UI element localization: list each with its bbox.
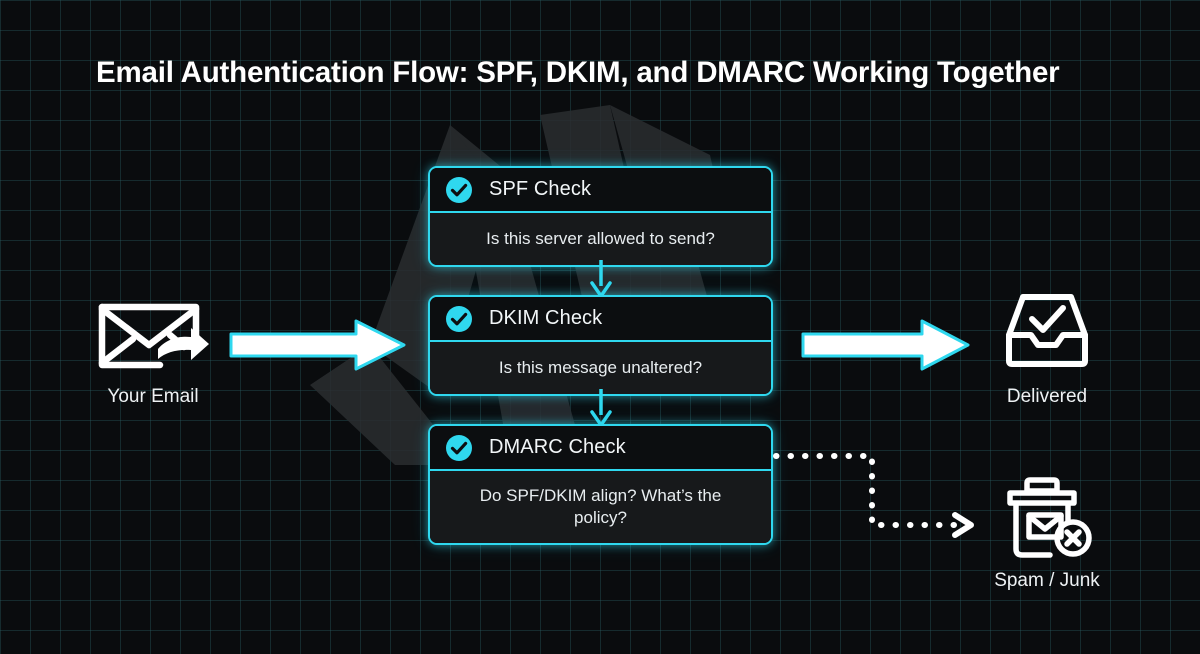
check-card-dmarc[interactable]: DMARC Check Do SPF/DKIM align? What’s th… [428, 424, 773, 545]
arrow-dmarc-to-spam [773, 453, 974, 538]
check-card-question: Is this server allowed to send? [430, 213, 771, 265]
watermark-logo [310, 105, 730, 465]
check-card-dkim[interactable]: DKIM Check Is this message unaltered? [428, 295, 773, 396]
trash-envelope-x-icon [1007, 477, 1092, 558]
check-card-question: Is this message unaltered? [430, 342, 771, 394]
outcome-label-spam: Spam / Junk [994, 570, 1100, 591]
check-card-question: Do SPF/DKIM align? What’s the policy? [430, 471, 771, 543]
check-circle-icon [446, 434, 472, 461]
source-label: Your Email [107, 386, 199, 407]
check-card-header: DMARC Check [430, 426, 771, 471]
page-title: Email Authentication Flow: SPF, DKIM, an… [96, 56, 1060, 89]
check-card-title: SPF Check [489, 178, 592, 200]
arrow-dkim-to-dmarc [590, 389, 612, 427]
arrow-email-to-checks [229, 319, 406, 371]
inbox-check-icon [1006, 294, 1088, 367]
check-card-spf[interactable]: SPF Check Is this server allowed to send… [428, 166, 773, 267]
check-card-header: SPF Check [430, 168, 771, 213]
check-circle-icon [446, 305, 472, 332]
check-card-title: DKIM Check [489, 307, 603, 329]
check-card-header: DKIM Check [430, 297, 771, 342]
arrow-checks-to-delivered [801, 319, 970, 371]
envelope-forward-icon [98, 303, 209, 369]
check-card-title: DMARC Check [489, 436, 626, 458]
check-circle-icon [446, 176, 472, 203]
arrow-spf-to-dkim [590, 260, 612, 298]
outcome-label-delivered: Delivered [1006, 386, 1088, 407]
